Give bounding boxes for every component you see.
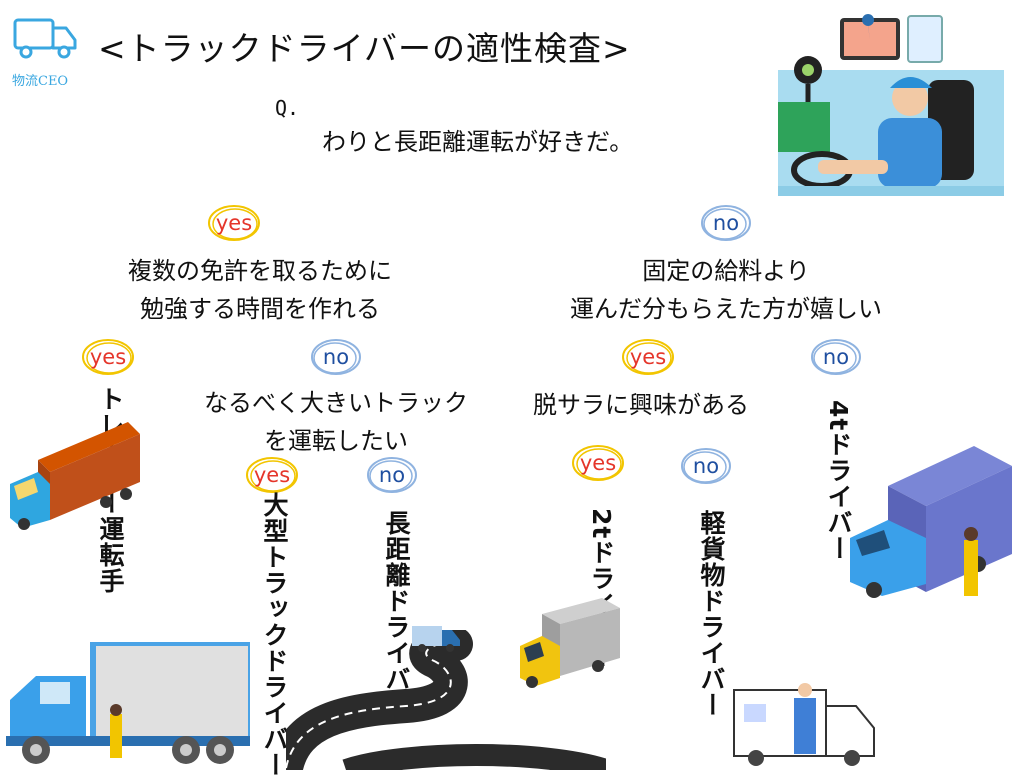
road-illustration <box>286 630 606 770</box>
node-left-question: 複数の免許を取るために 勉強する時間を作れる <box>128 257 392 323</box>
result-4t: 4tドライバー <box>824 400 853 562</box>
question-label: Q. <box>275 96 300 120</box>
yes-badge: yes <box>80 337 136 377</box>
yes-badge: yes <box>570 443 626 483</box>
four-ton-truck-illustration <box>848 444 1018 604</box>
logo-text: 物流CEO <box>12 74 69 89</box>
result-light-cargo: 軽貨物ドライバー <box>697 510 726 718</box>
node-right-question: 固定の給料より 運んだ分もらえた方が嬉しい <box>570 257 882 323</box>
no-badge: no <box>698 203 754 243</box>
node-mid-right-question: 脱サラに興味がある <box>533 391 749 419</box>
no-badge: no <box>808 337 864 377</box>
yes-badge: yes <box>620 337 676 377</box>
driver-illustration <box>778 10 1004 196</box>
light-cargo-illustration <box>732 680 878 766</box>
result-long-distance: 長距離ドライバー <box>382 510 411 718</box>
small-van-illustration <box>410 620 462 656</box>
yes-badge: yes <box>206 203 262 243</box>
no-badge: no <box>308 337 364 377</box>
question-text: わりと長距離運転が好きだ。 <box>322 128 634 156</box>
trailer-truck-illustration <box>8 420 142 532</box>
no-badge: no <box>364 455 420 495</box>
logo-icon <box>12 14 80 66</box>
result-large-truck: 大型トラックドライバー <box>260 492 289 778</box>
node-mid-left-question: なるべく大きいトラック を運転したい <box>204 389 468 455</box>
large-truck-illustration <box>6 640 256 766</box>
two-ton-truck-illustration <box>518 594 622 694</box>
page-title: <トラックドライバーの適性検査> <box>98 29 631 68</box>
yes-badge: yes <box>244 455 300 495</box>
no-badge: no <box>678 446 734 486</box>
